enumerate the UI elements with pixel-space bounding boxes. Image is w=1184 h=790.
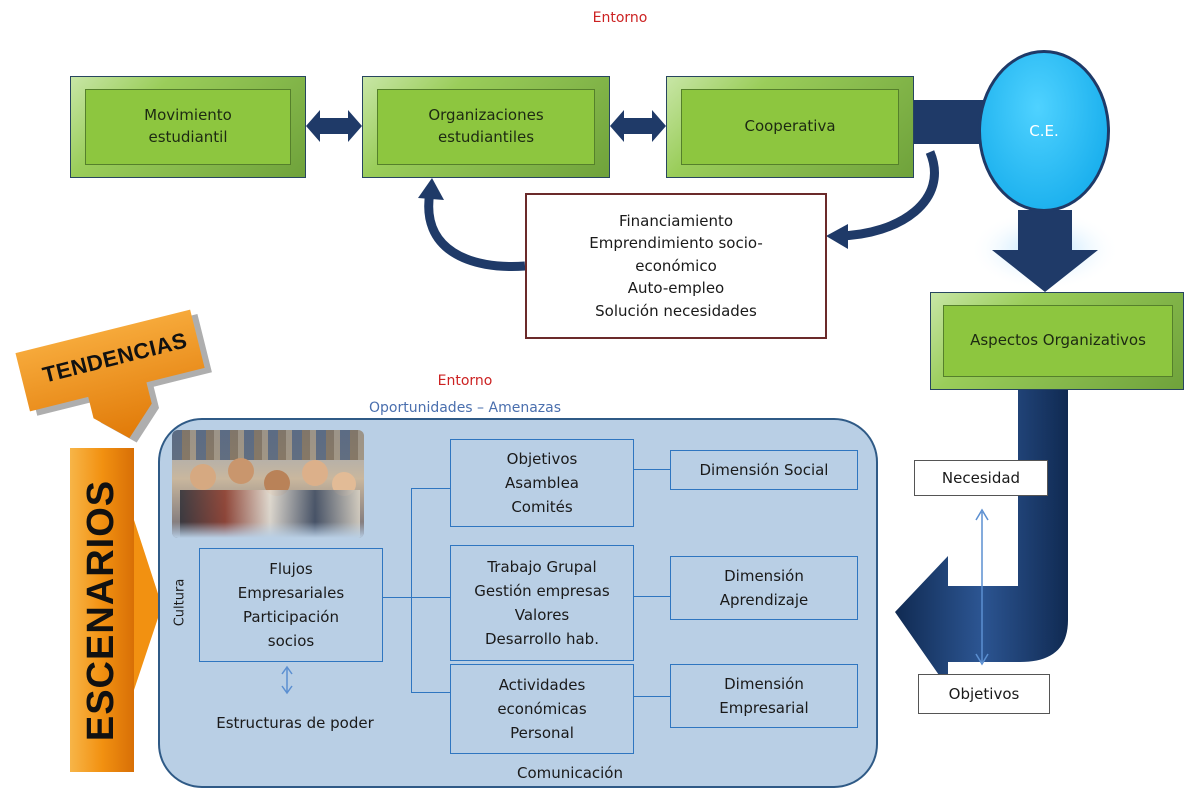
actividades-economicas-box: Actividades económicas Personal [450, 664, 634, 754]
dimension-aprendizaje-box: Dimensión Aprendizaje [670, 556, 858, 620]
escenarios-arrow [134, 520, 162, 690]
comunicacion-label: Comunicación [517, 764, 623, 782]
escenarios-label: ESCENARIOS [80, 479, 123, 741]
oportunidades-amenazas-label: Oportunidades – Amenazas [368, 400, 561, 416]
necesidad-box: Necesidad [914, 460, 1048, 496]
entorno-panel-label: Entorno [437, 373, 493, 389]
estructuras-de-poder-label: Estructuras de poder [216, 714, 374, 732]
double-arrow-1 [306, 110, 362, 142]
flujos-bracket-connector [383, 597, 411, 598]
ce-circle: C.E. [978, 50, 1110, 212]
students-photo [172, 430, 364, 538]
tendencias-arrow [15, 309, 212, 443]
curved-arrow-left [424, 191, 526, 271]
dimension-social-box: Dimensión Social [670, 450, 858, 490]
flujos-estructuras-arrow-icon [281, 665, 293, 695]
objetivos-box: Objetivos [918, 674, 1050, 714]
trabajo-grupal-box: Trabajo Grupal Gestión empresas Valores … [450, 545, 634, 661]
objetivos-asamblea-box: Objetivos Asamblea Comités [450, 439, 634, 527]
cooperativa-box: Cooperativa [666, 76, 914, 178]
curved-arrow-right [837, 150, 939, 241]
double-arrow-2 [610, 110, 666, 142]
flujos-box: Flujos Empresariales Participación socio… [199, 548, 383, 662]
dimension-empresarial-box: Dimensión Empresarial [670, 664, 858, 728]
ce-down-arrow [992, 210, 1098, 292]
benefits-box: Financiamiento Emprendimiento socio- eco… [525, 193, 827, 339]
aspectos-organizativos-box: Aspectos Organizativos [930, 292, 1184, 390]
cultura-label: Cultura [172, 578, 188, 626]
entorno-top-label: Entorno [592, 10, 648, 26]
organization-panel [158, 418, 878, 788]
ce-label: C.E. [1029, 122, 1059, 140]
